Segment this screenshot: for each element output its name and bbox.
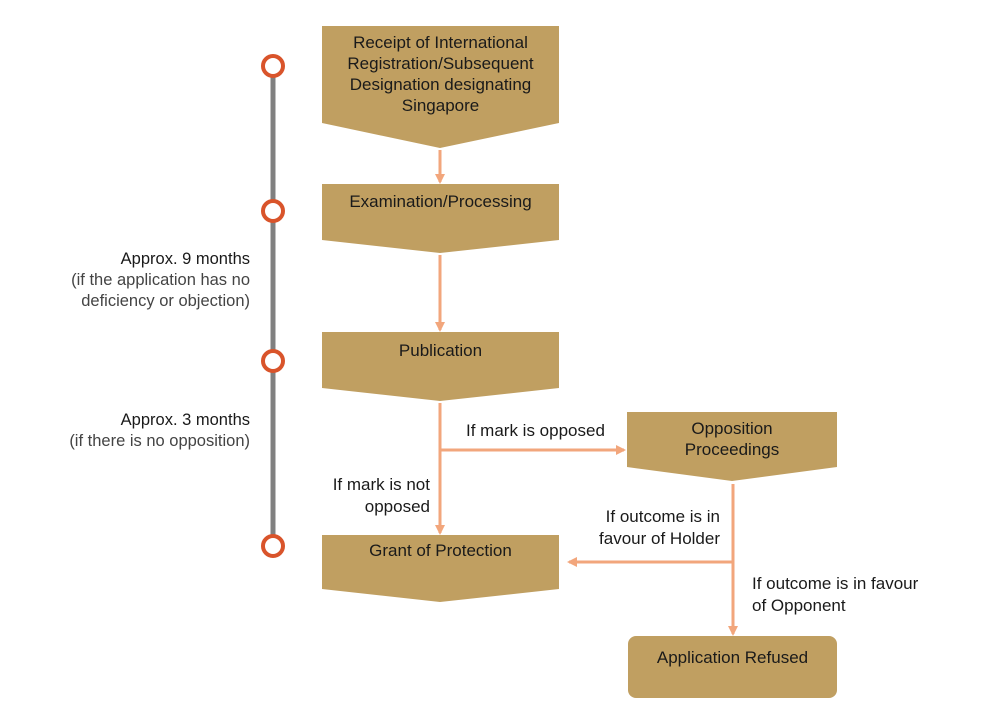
receipt-box bbox=[322, 26, 559, 148]
publication-label: Publication bbox=[398, 341, 483, 360]
timeline-period-2: Approx. 3 months (if there is no opposit… bbox=[69, 410, 250, 452]
timeline-period-2-main: Approx. 3 months bbox=[120, 411, 250, 429]
edge-label-favour-opponent: If outcome is in favour of Opponent bbox=[752, 574, 919, 615]
edge-label-favour-holder: If outcome is in favour of Holder bbox=[599, 507, 720, 548]
timeline-period-2-note: (if there is no opposition) bbox=[69, 432, 250, 450]
timeline-marker-examination bbox=[261, 199, 285, 223]
receipt-label: Receipt of International Registration/Su… bbox=[347, 33, 534, 115]
timeline-marker-publication bbox=[261, 349, 285, 373]
grant-label: Grant of Protection bbox=[369, 541, 512, 560]
opposition-label: Opposition Proceedings bbox=[684, 419, 780, 459]
opposition-box bbox=[627, 412, 837, 481]
examination-label: Examination/Processing bbox=[349, 192, 532, 211]
timeline-period-1-main: Approx. 9 months bbox=[120, 250, 250, 268]
timeline-period-1-note: (if the application has no deficiency or… bbox=[71, 271, 250, 310]
edge-label-opposed: If mark is opposed bbox=[466, 421, 605, 440]
timeline-period-1: Approx. 9 months (if the application has… bbox=[25, 249, 250, 312]
timeline-marker-receipt bbox=[261, 54, 285, 78]
grant-box bbox=[322, 535, 559, 602]
refused-box bbox=[628, 636, 837, 698]
edge-label-not-opposed: If mark is not opposed bbox=[332, 475, 430, 516]
timeline-marker-grant bbox=[261, 534, 285, 558]
refused-label: Application Refused bbox=[656, 648, 809, 667]
publication-box bbox=[322, 332, 559, 401]
examination-box bbox=[322, 184, 559, 253]
